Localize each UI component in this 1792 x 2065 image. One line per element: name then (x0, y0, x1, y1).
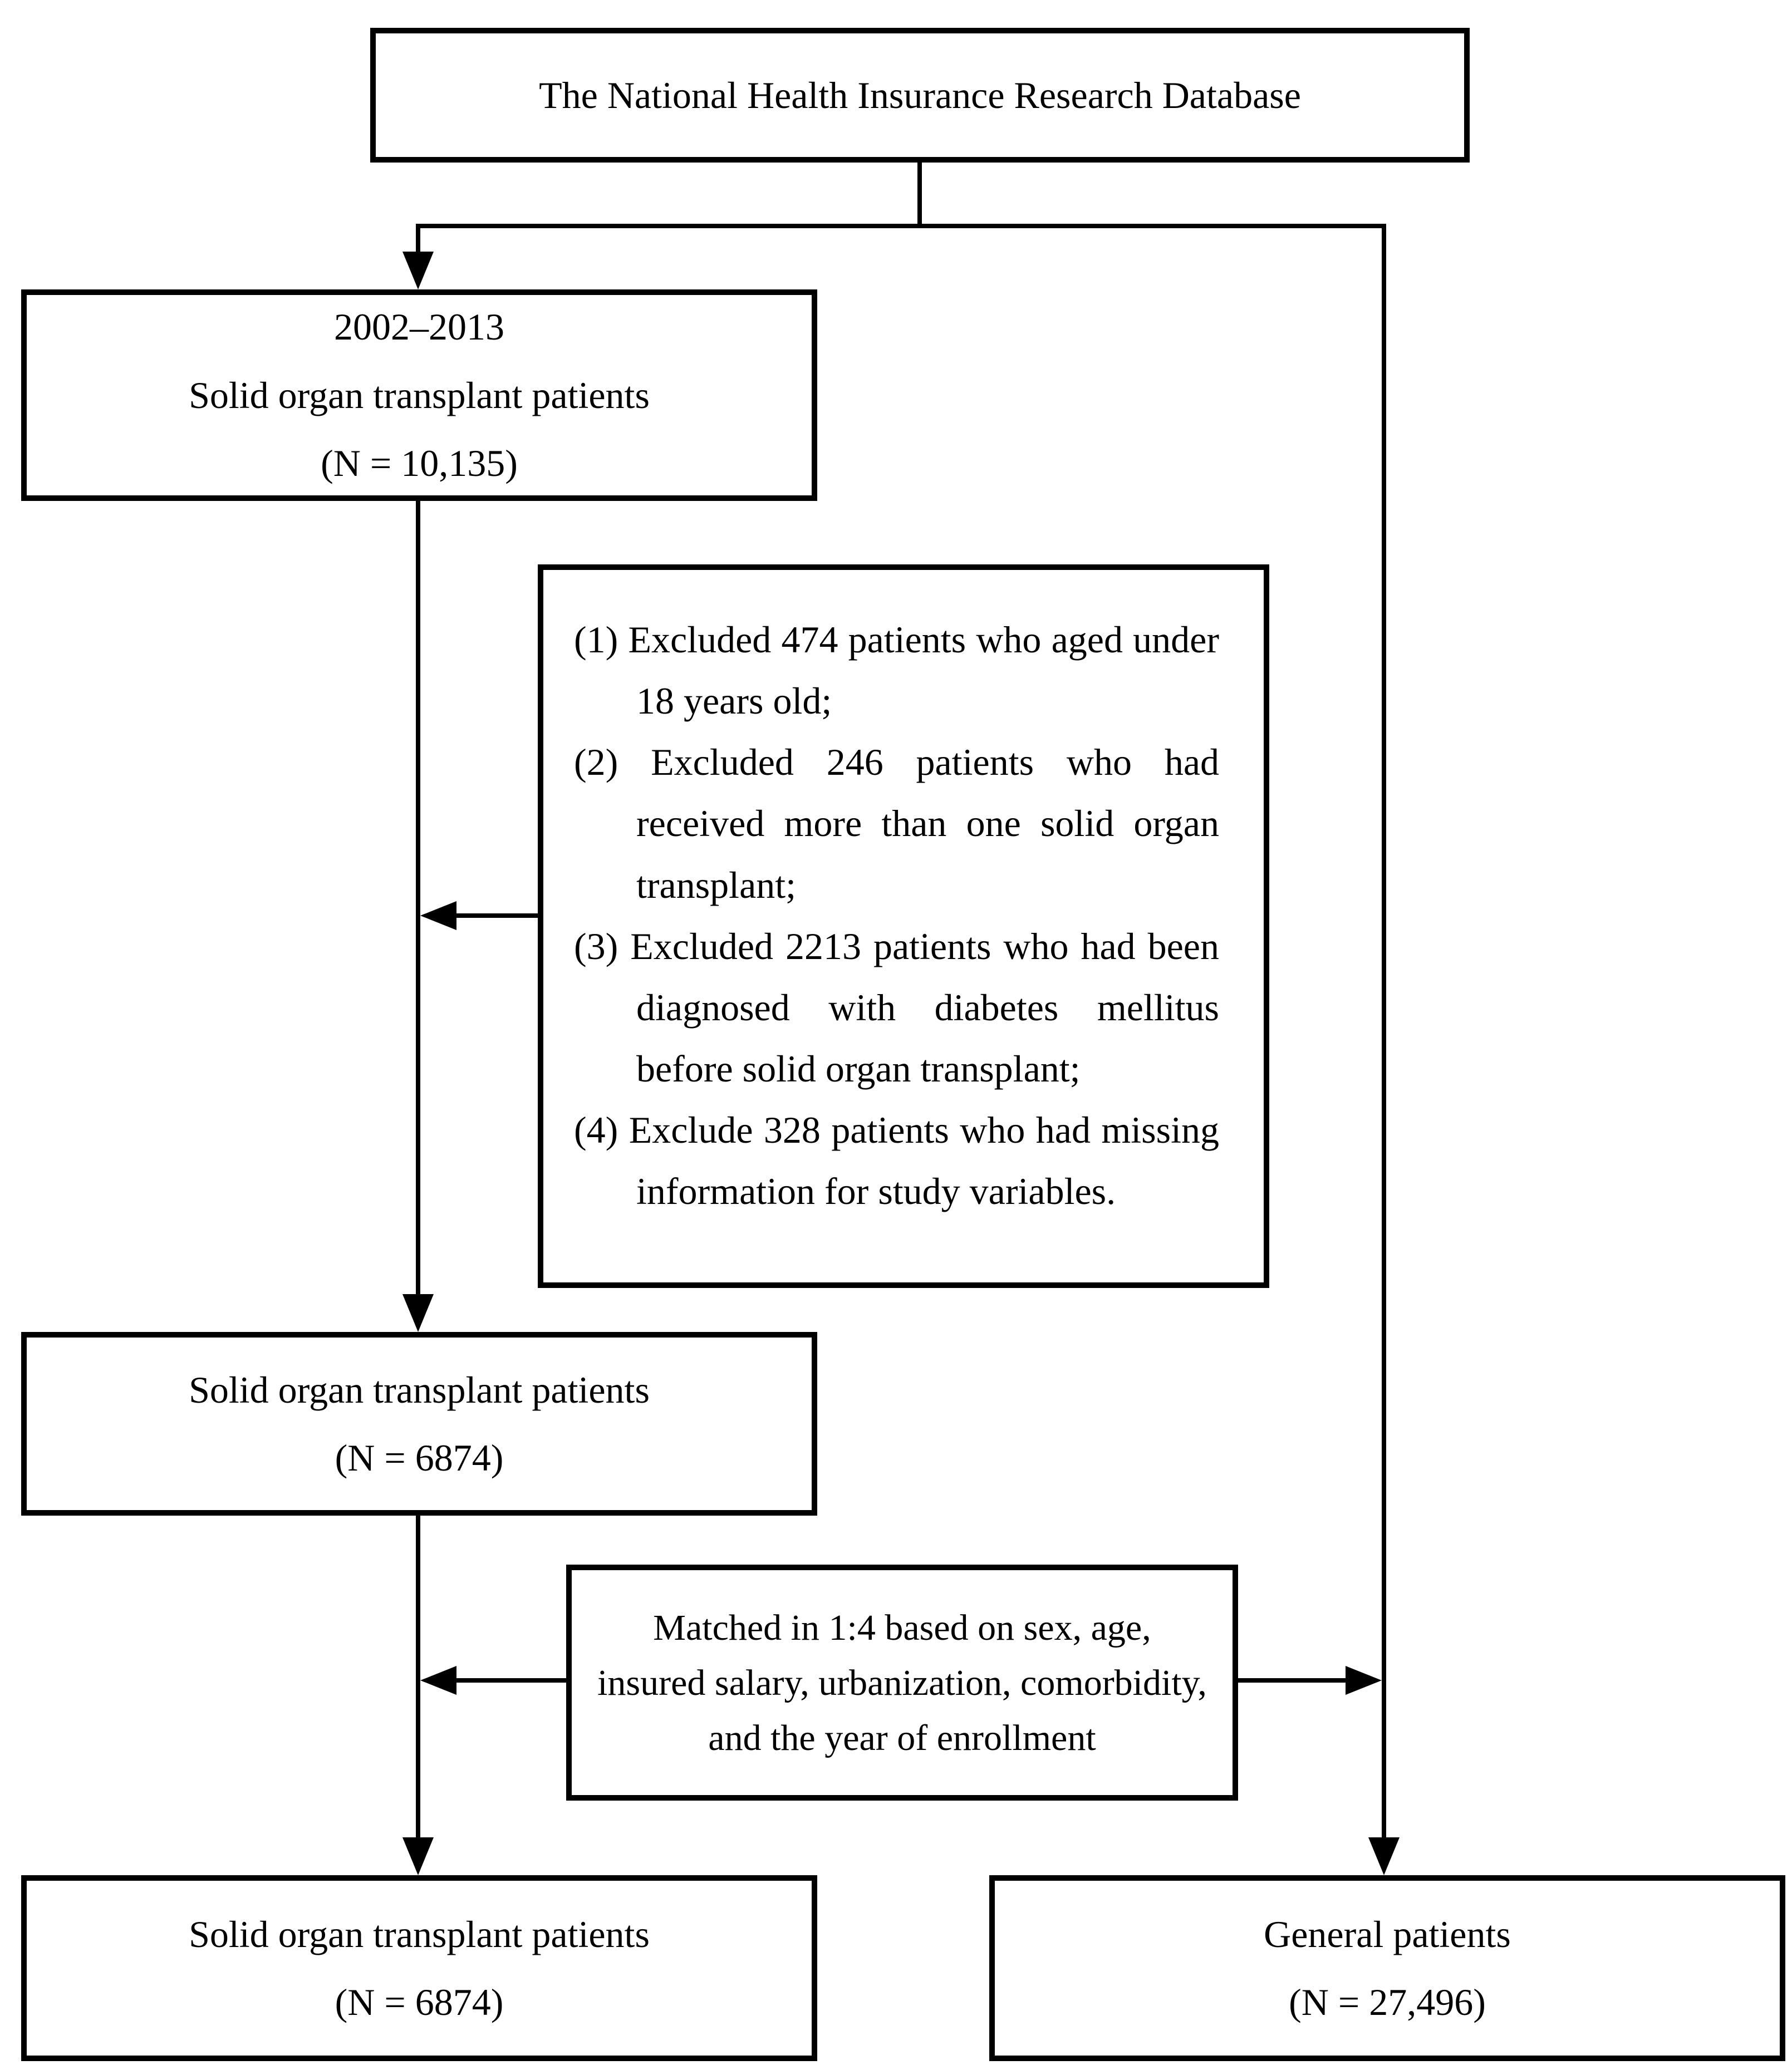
cohort-box-count: (N = 10,135) (321, 442, 518, 485)
connector-matching-right (1238, 1678, 1346, 1683)
transplant-group-count: (N = 6874) (335, 1981, 504, 2023)
connector-afterexclusion-to-group (416, 1516, 420, 1838)
connector-right-vertical (1382, 224, 1386, 1841)
arrowhead-down-cohort (402, 252, 434, 289)
general-group-count: (N = 27,496) (1289, 1981, 1486, 2023)
arrowhead-down-transplant-group (402, 1837, 434, 1875)
arrowhead-right-matching (1346, 1666, 1382, 1695)
connector-top-stem (917, 163, 922, 226)
database-box-label: The National Health Insurance Research D… (539, 73, 1301, 116)
arrowhead-left-matching (420, 1666, 456, 1695)
after-exclusion-count: (N = 6874) (335, 1437, 504, 1479)
exclusion-item-1: (1) Excluded 474 patients who aged under… (574, 618, 1219, 722)
cohort-box: 2002–2013 Solid organ transplant patient… (21, 289, 817, 501)
after-exclusion-box: Solid organ transplant patients (N = 687… (21, 1332, 817, 1516)
general-group-label: General patients (1264, 1912, 1511, 1955)
exclusion-item-3: (3) Excluded 2213 patients who had been … (574, 925, 1219, 1090)
general-group-box: General patients (N = 27,496) (989, 1875, 1785, 2061)
transplant-group-box: Solid organ transplant patients (N = 687… (21, 1875, 817, 2061)
exclusion-item-4: (4) Exclude 328 patients who had missing… (574, 1109, 1219, 1213)
transplant-group-label: Solid organ transplant patients (189, 1912, 650, 1955)
matching-box-label: Matched in 1:4 based on sex, age, insure… (597, 1607, 1207, 1758)
matching-box: Matched in 1:4 based on sex, age, insure… (566, 1565, 1238, 1801)
exclusion-box: (1) Excluded 474 patients who aged under… (538, 564, 1269, 1288)
arrowhead-down-general (1368, 1837, 1400, 1875)
arrowhead-left-exclusion (420, 901, 456, 930)
exclusion-item-2: (2) Excluded 246 patients who had receiv… (574, 741, 1219, 906)
cohort-box-label: Solid organ transplant patients (189, 373, 650, 416)
connector-split-horizontal (416, 224, 1386, 228)
connector-matching-left (456, 1678, 566, 1683)
cohort-box-years: 2002–2013 (334, 306, 504, 348)
arrowhead-down-afterexclusion (402, 1294, 434, 1332)
connector-left-drop (416, 224, 420, 256)
database-box: The National Health Insurance Research D… (370, 28, 1470, 163)
connector-exclusion-horizontal (456, 913, 538, 918)
after-exclusion-label: Solid organ transplant patients (189, 1368, 650, 1411)
connector-cohort-to-afterexclusion (416, 501, 420, 1296)
